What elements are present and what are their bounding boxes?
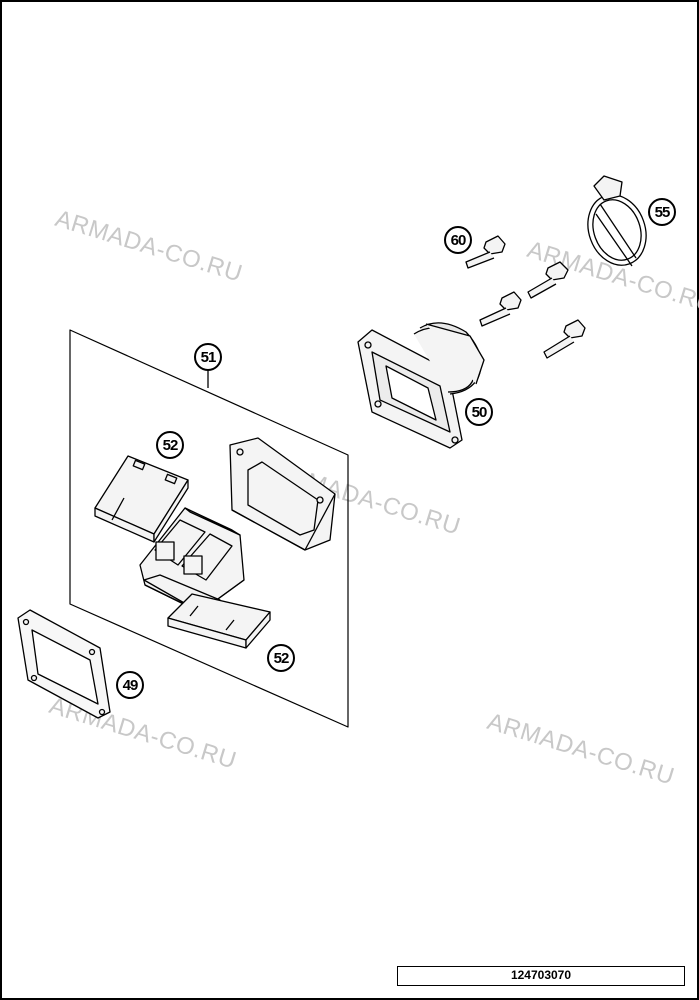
callout-50: 50 xyxy=(465,398,493,426)
reed-petal-bottom-part xyxy=(167,593,271,649)
hose-clamp-part xyxy=(587,175,647,267)
callout-52-bottom: 52 xyxy=(267,644,295,672)
callout-49: 49 xyxy=(116,671,144,699)
assembly-outline xyxy=(69,329,349,728)
intake-gasket-part xyxy=(17,609,111,719)
figure-reference-number: 124703070 xyxy=(397,966,685,986)
reed-frame-part xyxy=(229,437,336,551)
callout-55: 55 xyxy=(648,198,676,226)
intake-flange-part xyxy=(357,322,485,449)
callout-60: 60 xyxy=(444,226,472,254)
screw-part xyxy=(465,235,506,269)
reed-petal-top-part xyxy=(94,455,189,543)
screw-part xyxy=(479,291,522,327)
reed-block-part xyxy=(139,507,245,613)
callout-52-top: 52 xyxy=(156,431,184,459)
callout-51: 51 xyxy=(194,343,222,371)
screw-part xyxy=(527,261,569,299)
screw-part xyxy=(543,319,586,359)
